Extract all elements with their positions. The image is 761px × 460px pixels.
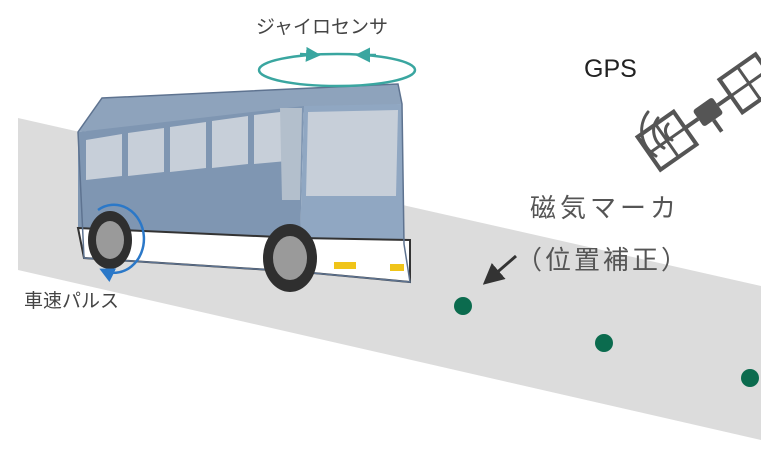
position-correction-label: （位置補正） [516, 246, 691, 276]
magnetic-marker-label: 磁気マーカ [530, 194, 681, 224]
speed-pulse-label: 車速パルス [24, 290, 120, 312]
gyro-rotation-arrow [257, 46, 417, 88]
gps-label: GPS [584, 55, 637, 83]
speed-pulse-arrow [97, 203, 146, 283]
magnetic-marker-dot [454, 297, 472, 315]
magnetic-marker-dot [595, 334, 613, 352]
marker-pointer-arrow [482, 254, 517, 285]
gps-signal-waves [640, 110, 674, 158]
magnetic-marker-dot [741, 369, 759, 387]
gyro-sensor-label: ジャイロセンサ [256, 16, 389, 38]
bus-icon [76, 83, 411, 292]
